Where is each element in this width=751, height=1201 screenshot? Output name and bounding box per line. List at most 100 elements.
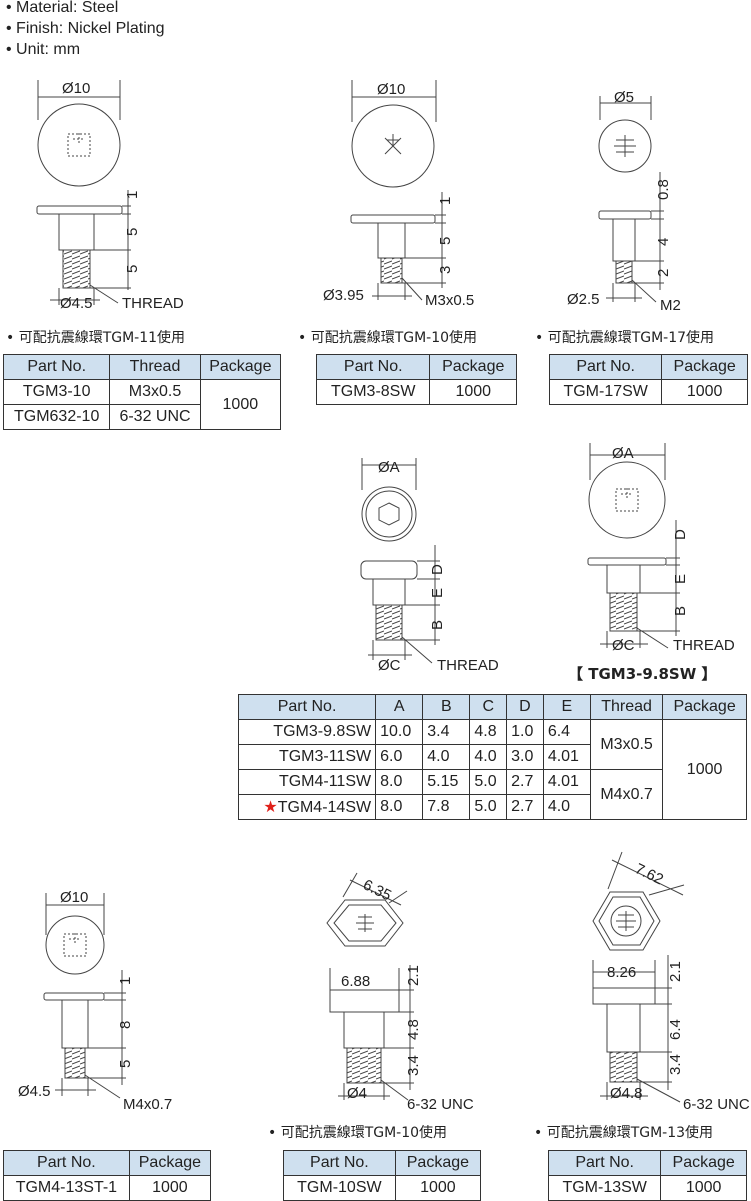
part-no-cell: TGM632-10: [2, 404, 111, 430]
d5-h3: B: [672, 606, 689, 616]
col-d: D: [506, 694, 544, 720]
b-cell: 5.15: [422, 769, 471, 795]
part-no-cell: TGM-10SW: [283, 1175, 396, 1201]
package-cell: 1000: [662, 719, 747, 820]
note-tgm10-b: • 可配抗震線環TGM-10使用: [268, 1125, 448, 1141]
package-cell: 1000: [661, 379, 748, 405]
table-row: TGM4-13ST-1 1000: [3, 1175, 212, 1201]
col-a: A: [375, 694, 424, 720]
part-no-cell: TGM3-11SW: [237, 744, 377, 770]
col-package: Package: [128, 1150, 212, 1176]
d1-shank-dia: Ø4.5: [60, 295, 93, 312]
part-no-cell: TGM3-8SW: [315, 379, 431, 405]
a-cell: 8.0: [375, 769, 424, 795]
d8-h3: 3.4: [667, 1054, 684, 1075]
d8-h2: 6.4: [667, 1019, 684, 1040]
table-tgm3-8sw: Part No. Package TGM3-8SW 1000: [315, 354, 517, 405]
d6-h3: 5: [117, 1060, 134, 1068]
package-cell: 1000: [429, 379, 517, 405]
note-tgm17: • 可配抗震線環TGM-17使用: [535, 330, 715, 346]
d8-thread: 6-32 UNC: [683, 1096, 750, 1113]
e-cell: 4.01: [542, 769, 591, 795]
package-cell: 1000: [128, 1175, 212, 1201]
d-cell: 2.7: [506, 794, 544, 820]
table-tgm-10sw: Part No. Package TGM-10SW 1000: [283, 1150, 482, 1201]
thread-cell: 6-32 UNC: [109, 404, 201, 430]
part-no-cell: TGM4-11SW: [237, 769, 377, 795]
part-no-cell: TGM4-13ST-1: [3, 1175, 130, 1201]
d1-h2: 5: [124, 228, 141, 236]
d1-thread: THREAD: [122, 295, 184, 312]
part-no-cell: TGM-13SW: [547, 1175, 662, 1201]
col-thread: Thread: [589, 694, 664, 720]
col-part-no: Part No.: [315, 354, 431, 380]
table-row: TGM3-9.8SW 10.0 3.4 4.8 1.0 6.4 M3x0.5 1…: [237, 719, 747, 820]
d3-h3: 2: [655, 269, 672, 277]
spec-finish: • Finish: Nickel Plating: [6, 20, 165, 37]
b-cell: 4.0: [422, 744, 471, 770]
col-part-no: Part No.: [283, 1150, 396, 1176]
thread-cell: M4x0.7: [589, 769, 664, 820]
spec-unit: • Unit: mm: [6, 41, 81, 58]
package-cell: 1000: [660, 1175, 747, 1201]
drawing-socket-head: [360, 458, 440, 664]
c-cell: 5.0: [469, 769, 508, 795]
a-cell: 8.0: [375, 794, 424, 820]
d3-h2: 4: [655, 238, 672, 246]
d-cell: 3.0: [506, 744, 544, 770]
star-icon: ★: [263, 799, 278, 816]
d2-h2: 5: [437, 237, 454, 245]
d3-h1: 0.8: [655, 179, 672, 200]
caption-tgm3-9-8sw: 【 TGM3-9.8SW 】: [568, 665, 717, 683]
d8-h1: 2.1: [667, 961, 684, 982]
c-cell: 5.0: [469, 794, 508, 820]
part-no-cell: ★TGM4-14SW: [237, 794, 377, 820]
d2-shank-dia: Ø3.95: [323, 287, 364, 304]
table-row: TGM3-8SW 1000: [315, 379, 517, 405]
part-no-cell: TGM-17SW: [548, 379, 663, 405]
col-part-no: Part No.: [2, 354, 111, 380]
d7-h3: 3.4: [405, 1055, 422, 1076]
e-cell: 4.01: [542, 744, 591, 770]
d7-head: 6.88: [341, 973, 370, 990]
table-tgm-17sw: Part No. Package TGM-17SW 1000: [548, 354, 748, 405]
d-cell: 2.7: [506, 769, 544, 795]
drawing-tgm3-8sw: [350, 80, 446, 301]
table-tgm3-10: Part No. Thread Package TGM3-10 M3x0.5 1…: [2, 354, 282, 430]
d6-thread: M4x0.7: [123, 1096, 172, 1113]
d1-h3: 5: [124, 265, 141, 273]
d-cell: 1.0: [506, 719, 544, 745]
d8-shank-dia: Ø4.8: [610, 1085, 643, 1102]
col-part-no: Part No.: [3, 1150, 130, 1176]
table-row: TGM-10SW 1000: [283, 1175, 482, 1201]
d6-head-dia: Ø10: [60, 889, 88, 906]
table-row: TGM632-10 6-32 UNC: [2, 404, 281, 430]
d2-h1: 1: [437, 197, 454, 205]
package-cell: 1000: [199, 379, 282, 430]
d4-h3: B: [429, 620, 446, 630]
d4-shank-dia: ØC: [378, 657, 401, 674]
thread-cell: M3x0.5: [589, 719, 664, 770]
b-cell: 3.4: [422, 719, 471, 745]
table-row: ★TGM4-14SW 8.0 7.8 5.0 2.7 4.0: [237, 794, 747, 820]
c-cell: 4.8: [469, 719, 508, 745]
table-row: TGM4-11SW 8.0 5.15 5.0 2.7 4.01 M4x0.7: [237, 769, 747, 820]
part-no-text: TGM4-14SW: [277, 799, 372, 816]
d5-h1: D: [672, 529, 689, 540]
d2-head-dia: Ø10: [377, 81, 405, 98]
part-no-cell: TGM3-9.8SW: [237, 719, 377, 745]
col-package: Package: [661, 354, 748, 380]
d3-shank-dia: Ø2.5: [567, 291, 600, 308]
col-thread: Thread: [109, 354, 201, 380]
d4-thread: THREAD: [437, 657, 499, 674]
d7-thread: 6-32 UNC: [407, 1096, 474, 1113]
table-sw-series: Part No. A B C D E Thread Package TGM3-9…: [237, 694, 747, 820]
note-tgm10-a: • 可配抗震線環TGM-10使用: [298, 330, 478, 346]
d3-thread: M2: [660, 297, 681, 314]
d7-h2: 4.8: [405, 1019, 422, 1040]
col-part-no: Part No.: [548, 354, 663, 380]
col-package: Package: [660, 1150, 747, 1176]
spec-material: • Material: Steel: [6, 0, 119, 16]
d4-head-dia: ØA: [378, 459, 400, 476]
